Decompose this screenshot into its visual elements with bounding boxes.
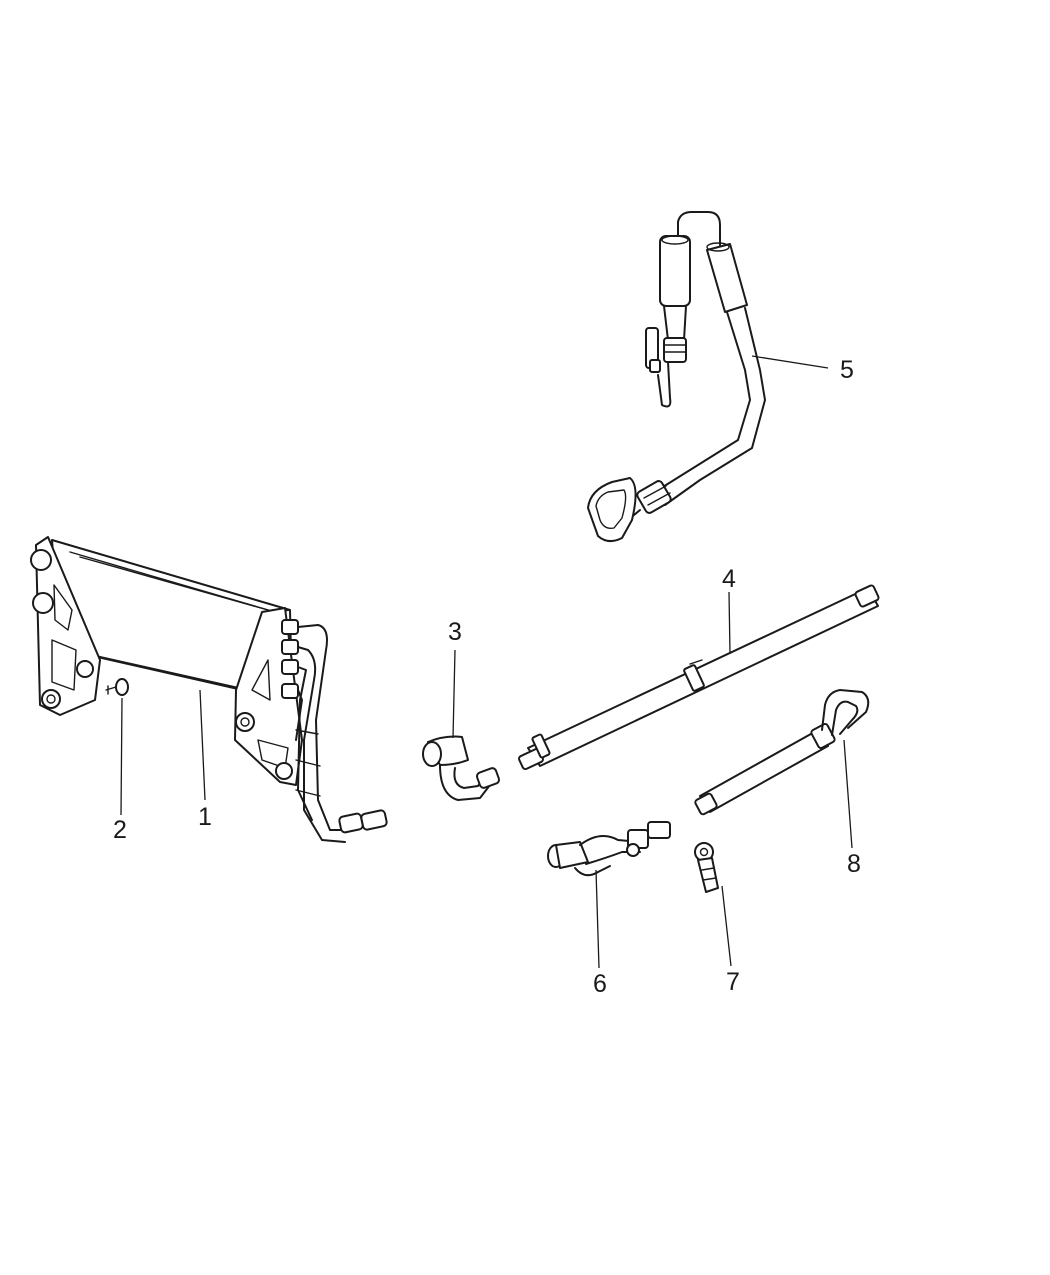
leader-4 <box>728 591 731 655</box>
callout-5: 5 <box>840 356 854 384</box>
callout-3: 3 <box>448 618 462 646</box>
leader-1 <box>199 689 206 801</box>
leader-6 <box>595 869 600 969</box>
part-4-straight-tube <box>518 584 880 771</box>
leader-5 <box>751 355 829 369</box>
part-7-clamp <box>694 842 719 893</box>
part-3-elbow-hose <box>422 735 501 801</box>
leader-8 <box>843 739 853 849</box>
callout-4: 4 <box>722 565 736 593</box>
callout-1: 1 <box>198 803 212 831</box>
leader-lines <box>120 355 853 969</box>
part-5-pressure-hose <box>587 211 766 542</box>
callout-8: 8 <box>847 850 861 878</box>
callout-2: 2 <box>113 816 127 844</box>
leader-2 <box>120 697 123 816</box>
callout-7: 7 <box>726 968 740 996</box>
callout-6: 6 <box>593 970 607 998</box>
callouts: 1 2 3 4 5 6 7 8 <box>113 356 861 998</box>
part-1-cooler-assembly <box>30 536 388 843</box>
part-8-bent-hose <box>694 689 870 816</box>
part-2-pushpin <box>105 678 129 696</box>
leader-7 <box>721 885 732 967</box>
leader-3 <box>452 649 456 739</box>
part-6-hose-assembly <box>547 821 671 877</box>
